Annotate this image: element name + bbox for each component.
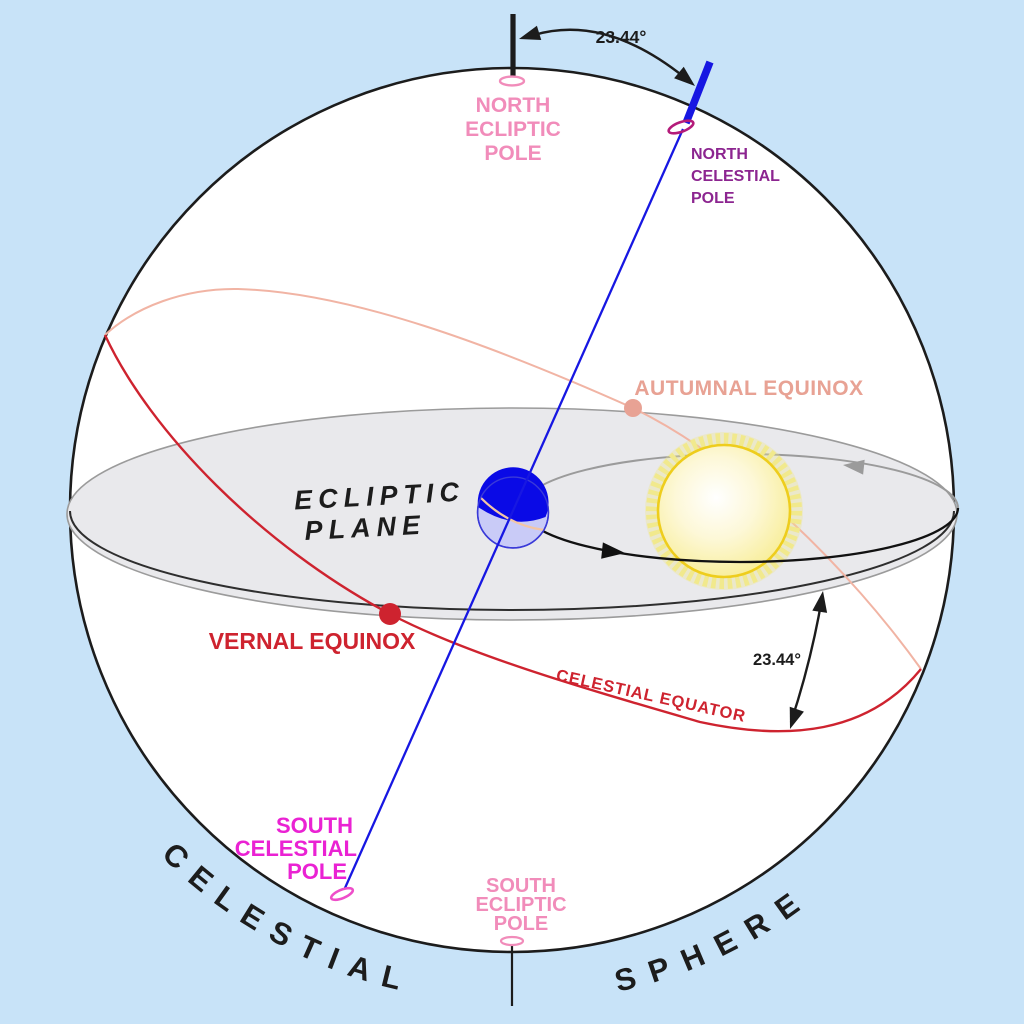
- earth: [476, 467, 550, 549]
- vernal-equinox-label: VERNAL EQUINOX: [209, 628, 416, 654]
- south-celestial-pole-ring: [329, 886, 355, 902]
- label-line: POLE: [691, 190, 735, 207]
- label-line: SOUTH: [486, 875, 556, 897]
- label-line: POLE: [494, 913, 548, 935]
- celestial-rotation-axis: [343, 128, 685, 889]
- axial-tilt-label-equator: 23.44°: [753, 651, 801, 669]
- label-line: CELESTIAL: [691, 168, 780, 185]
- label-line: SOUTH: [276, 813, 353, 838]
- north-celestial-pole-label: NORTH CELESTIAL POLE: [691, 146, 780, 207]
- label-line: CELESTIAL: [235, 836, 357, 861]
- sun-path-front-arc: [520, 507, 960, 564]
- axial-tilt-arrow-equator: [782, 589, 831, 732]
- south-ecliptic-pole-label: SOUTH ECLIPTIC POLE: [475, 875, 566, 935]
- celestial-axis-top-segment: [682, 60, 714, 125]
- ecliptic-plane-label: ECLIPTIC PLANE: [293, 477, 465, 546]
- sun-icon: [645, 432, 803, 590]
- south-celestial-pole-label: SOUTH CELESTIAL POLE: [235, 813, 357, 884]
- label-line: NORTH: [476, 94, 551, 117]
- axial-tilt-label-top: 23.44°: [596, 27, 647, 47]
- earth-dark-cap: [477, 467, 549, 522]
- label-line: ECLIPTIC: [465, 118, 561, 141]
- earth-outline: [476, 476, 550, 549]
- north-ecliptic-pole-ring: [498, 75, 526, 87]
- vernal-equinox-dot: [379, 603, 401, 625]
- sun-body: [656, 443, 792, 579]
- sun-rays: [646, 433, 802, 589]
- south-ecliptic-pole-ring: [499, 935, 525, 947]
- autumnal-equinox-label: AUTUMNAL EQUINOX: [634, 377, 863, 400]
- autumnal-equinox-dot: [624, 399, 642, 417]
- label-line: POLE: [484, 142, 541, 165]
- north-celestial-pole-ring: [667, 119, 695, 135]
- axial-tilt-arrow-top: [516, 25, 700, 92]
- celestial-equator-back-line: [104, 287, 922, 670]
- north-ecliptic-pole-label: NORTH ECLIPTIC POLE: [465, 94, 561, 165]
- label-line: NORTH: [691, 146, 748, 163]
- label-line: POLE: [287, 859, 347, 884]
- ecliptic-plane-front-edge: [69, 510, 955, 611]
- label-line: PLANE: [304, 510, 427, 546]
- celestial-equator-line: [103, 334, 922, 733]
- label-line: ECLIPTIC: [475, 894, 566, 916]
